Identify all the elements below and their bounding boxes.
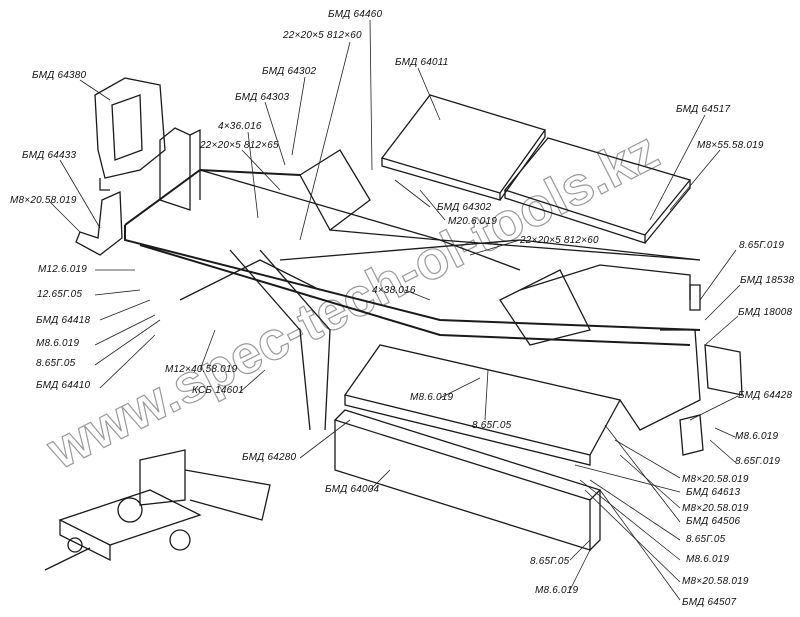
part-label: 22×20×5 812×65 — [200, 140, 279, 151]
part-label: М8.6.019 — [36, 338, 80, 349]
leader-lines — [49, 19, 741, 601]
part-label: БМД 64428 — [738, 390, 793, 401]
part-label: БМД 64303 — [235, 92, 290, 103]
part-label: БМД 64517 — [676, 104, 731, 115]
part-label: М8×20.58.019 — [682, 576, 749, 587]
left-bracket — [75, 191, 123, 256]
part-label: М8×20.58.019 — [682, 474, 749, 485]
part-label: М8×20.58.019 — [682, 503, 749, 514]
part-label: БМД 18538 — [740, 275, 795, 286]
part-label: БМД 64302 — [437, 202, 492, 213]
part-label: БМД 64506 — [686, 516, 741, 527]
cover-panel-left — [380, 94, 547, 201]
part-label: 4×38.016 — [372, 285, 416, 296]
part-label: М8.6.019 — [686, 554, 730, 565]
shield-part — [94, 77, 166, 191]
bottom-board — [333, 409, 602, 551]
part-label: БМД 64460 — [328, 9, 383, 20]
part-label: БМД 64433 — [22, 150, 77, 161]
part-label: БМД 64418 — [36, 315, 91, 326]
part-label: 22×20×5 812×60 — [283, 30, 362, 41]
part-label: БМД 64011 — [395, 57, 449, 68]
inset-machine — [44, 449, 271, 571]
part-label: М8.6.019 — [535, 585, 579, 596]
watermark-text: www.spec-tech-ol-tools.kz — [37, 120, 668, 481]
part-label: 8.65Г.05 — [472, 420, 512, 431]
part-label: 4×36.016 — [218, 121, 262, 132]
part-label: БМД 64280 — [242, 452, 297, 463]
part-label: БМД 64410 — [36, 380, 91, 391]
lower-deck-panel — [343, 344, 621, 466]
cover-panel-right — [503, 137, 692, 244]
part-label: БМД 18008 — [738, 307, 793, 318]
part-label: БМД 64613 — [686, 487, 741, 498]
part-label: БМД 64507 — [682, 597, 737, 608]
part-label: М8×55.58.019 — [697, 140, 764, 151]
part-label: М8.6.019 — [410, 392, 454, 403]
right-plates — [679, 284, 743, 456]
part-label: КСБ 14601 — [192, 385, 244, 396]
part-label: 8.65Г.05 — [686, 534, 726, 545]
part-label: М20.6.019 — [448, 216, 498, 227]
part-label: БМД 64004 — [325, 484, 380, 495]
part-label: М12×40.58.019 — [165, 364, 238, 375]
part-label: 8.65Г.05 — [530, 556, 570, 567]
part-label: М8×20.58.019 — [10, 195, 77, 206]
part-label: БМД 64380 — [32, 70, 87, 81]
part-label: М8.6.019 — [735, 431, 779, 442]
part-label: 8.65Г.05 — [36, 358, 76, 369]
part-label: М12.6.019 — [38, 264, 88, 275]
part-label: 8.65Г.019 — [739, 240, 785, 251]
part-label: 12.65Г.05 — [37, 289, 83, 300]
part-label: БМД 64302 — [262, 66, 317, 77]
part-label: 8.65Г.019 — [735, 456, 781, 467]
part-label: 22×20×5 812×60 — [520, 235, 599, 246]
